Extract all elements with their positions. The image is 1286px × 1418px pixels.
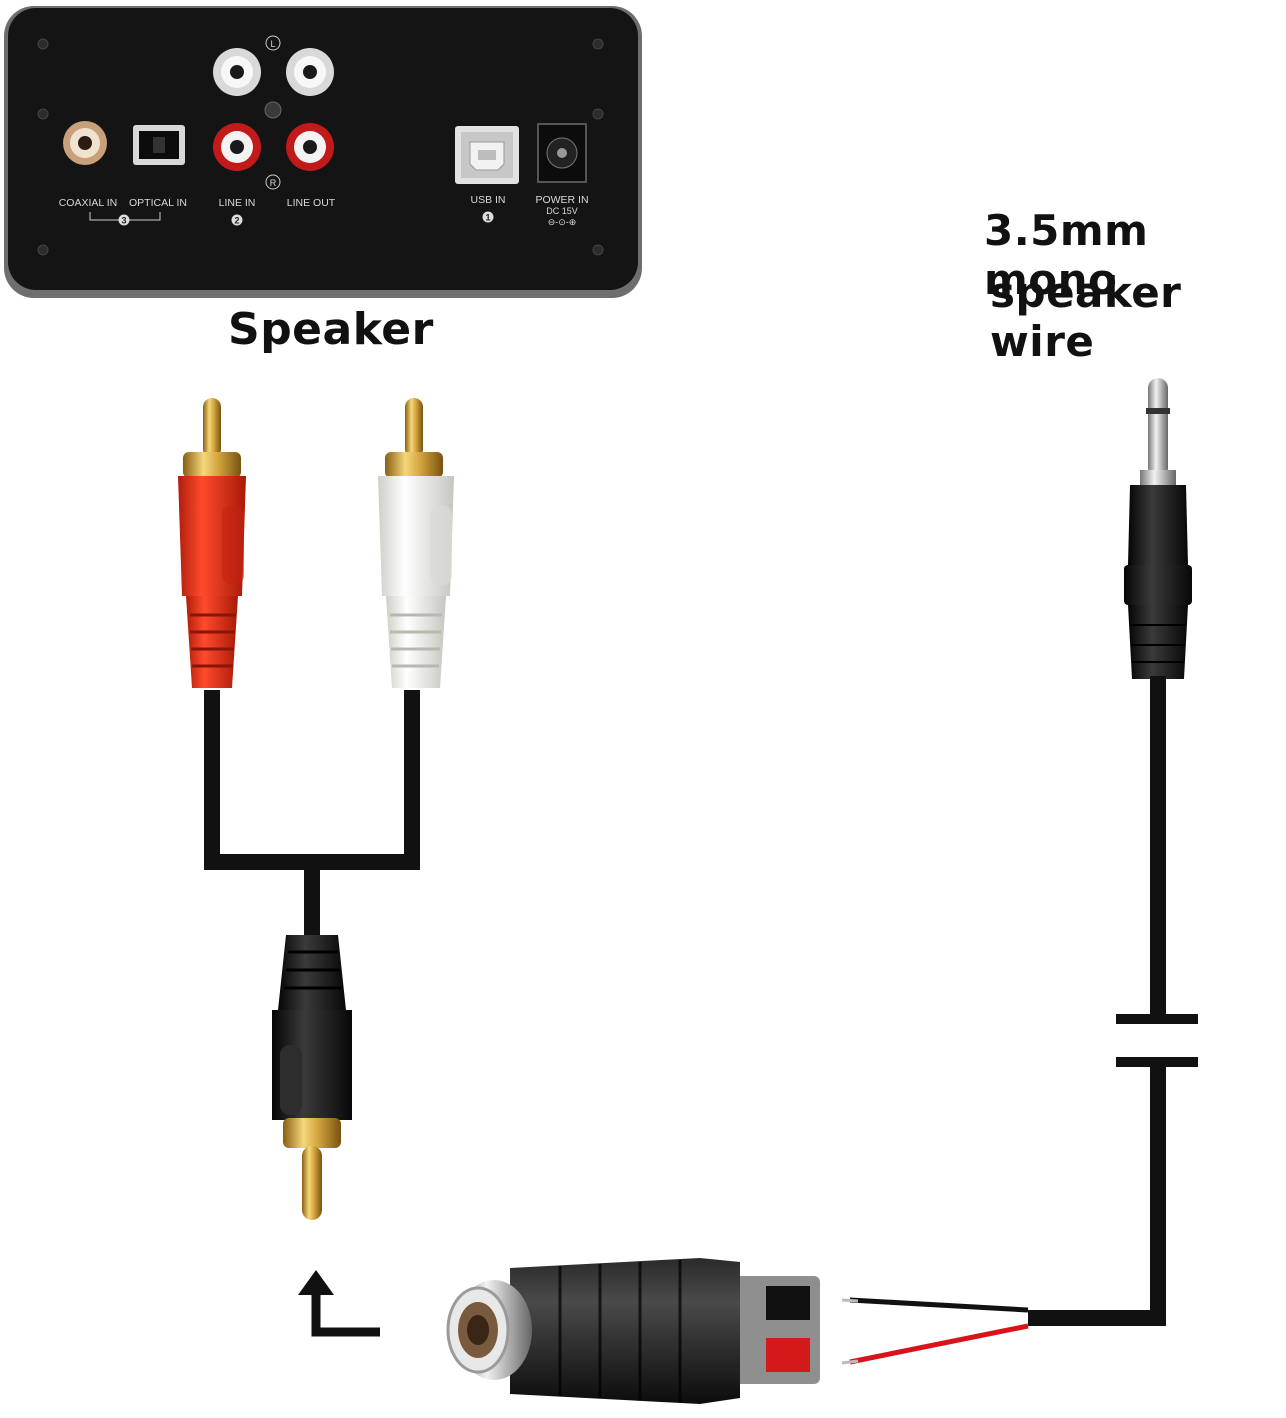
red-spring-clip xyxy=(766,1338,810,1372)
line-in-right-jack xyxy=(213,123,261,171)
left-channel-marker: L xyxy=(265,35,281,51)
power-spec-label: DC 15V xyxy=(546,206,578,216)
input-number-1: 1 xyxy=(485,213,490,223)
input-number-2: 2 xyxy=(234,216,239,226)
svg-text:L: L xyxy=(270,39,275,49)
rca-female-adapter xyxy=(446,1258,1029,1404)
wire-caption-line-2: speaker wire xyxy=(990,268,1182,366)
right-channel-marker: R xyxy=(265,174,281,190)
speaker-wire-cable xyxy=(1028,676,1166,1326)
svg-text:R: R xyxy=(270,178,277,188)
bare-wires xyxy=(841,1297,1029,1365)
dc-polarity-icon: ⊖-⊙-⊕ xyxy=(548,217,577,227)
usb-in-port xyxy=(455,126,519,184)
center-screw xyxy=(264,101,282,119)
panel-screws xyxy=(37,38,604,256)
line-out-right-jack xyxy=(286,123,334,171)
input-number-3-badge xyxy=(118,214,130,226)
mono-3-5mm-plug xyxy=(1124,378,1192,679)
coaxial-in-jack xyxy=(63,121,107,165)
optical-in-port xyxy=(133,125,185,165)
input-number-3: 3 xyxy=(121,216,126,226)
line-in-label: LINE IN xyxy=(219,197,256,209)
speaker-back-panel: L R COAXIAL IN OPTICAL IN 3 LINE IN 2 LI… xyxy=(4,6,642,298)
connect-arrow-icon xyxy=(298,1270,380,1337)
wire-caption-line-1: 3.5mm mono xyxy=(984,206,1149,304)
red-rca-plug xyxy=(178,398,246,688)
line-in-left-jack xyxy=(213,48,261,96)
y-splitter-cable xyxy=(204,690,420,935)
optical-in-label: OPTICAL IN xyxy=(129,197,187,209)
speaker-caption: Speaker xyxy=(228,304,434,355)
input-number-1-badge xyxy=(482,211,494,223)
white-rca-plug xyxy=(378,398,454,688)
input-number-2-badge xyxy=(231,214,243,226)
cable-break-marks xyxy=(1116,1014,1198,1067)
coaxial-in-label: COAXIAL IN xyxy=(59,197,118,209)
power-in-label: POWER IN xyxy=(535,194,588,206)
line-out-left-jack xyxy=(286,48,334,96)
line-out-label: LINE OUT xyxy=(287,197,336,209)
black-rca-plug xyxy=(272,935,352,1220)
usb-in-label: USB IN xyxy=(470,194,505,206)
black-spring-clip xyxy=(766,1286,810,1320)
power-in-port xyxy=(537,123,587,183)
